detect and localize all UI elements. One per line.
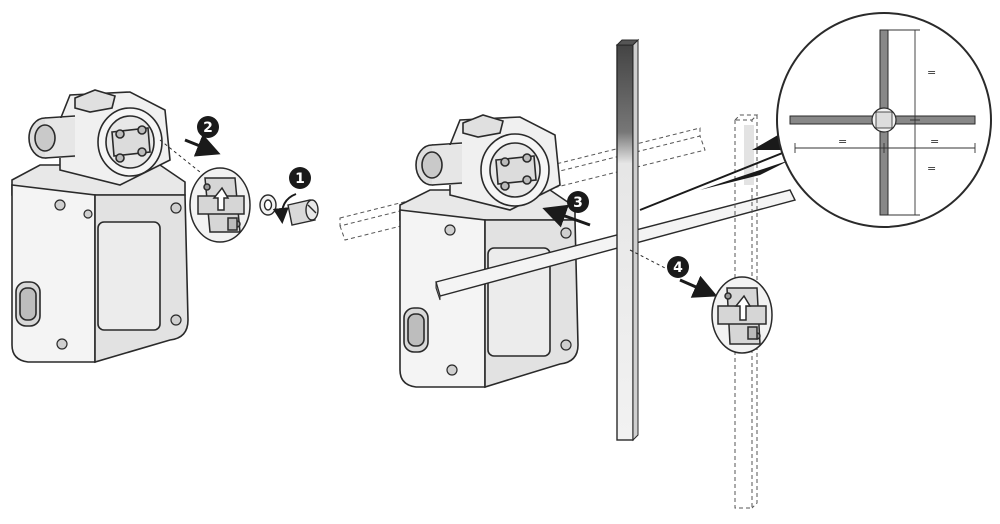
middle-switch-body xyxy=(399,189,579,389)
svg-text:2: 2 xyxy=(203,120,213,136)
body-screw-icons xyxy=(54,199,182,350)
dimension-mark-bottom: = xyxy=(927,162,936,175)
step-badge-3: 3 xyxy=(567,191,589,213)
left-switch-assembly: 2 1 xyxy=(11,89,319,364)
middle-body-screw-icons xyxy=(444,224,572,376)
ghost-rod-horizontal xyxy=(339,127,706,241)
solid-rod-vertical xyxy=(615,38,640,442)
arrow-step-2 xyxy=(184,134,221,157)
right-rod-assembly: = = = = xyxy=(639,12,992,509)
left-switch-body xyxy=(11,164,189,364)
middle-switch-head xyxy=(415,114,561,211)
arrow-step-4 xyxy=(679,275,718,298)
left-switch-head xyxy=(28,89,171,186)
dimension-lines xyxy=(794,29,976,216)
step-badge-1: 1 xyxy=(289,167,311,189)
svg-text:3: 3 xyxy=(573,195,583,211)
ghost-rod-vertical xyxy=(734,114,759,509)
washer-and-screw xyxy=(259,194,319,226)
zoom-detail-circle: = = = = xyxy=(776,12,992,228)
lever-mount-disc xyxy=(189,167,251,243)
svg-text:1: 1 xyxy=(295,171,305,187)
step-badge-2: 2 xyxy=(197,116,219,138)
dimension-mark-top: = xyxy=(927,66,936,79)
dimension-mark-right: = xyxy=(930,135,939,148)
arrow-step-1 xyxy=(272,193,297,224)
rod-mount-disc xyxy=(711,276,773,354)
middle-switch-assembly: 3 4 xyxy=(339,38,797,442)
step-badge-4: 4 xyxy=(667,256,689,278)
svg-text:4: 4 xyxy=(673,260,683,276)
dimension-mark-left: = xyxy=(838,135,847,148)
arrow-step-3 xyxy=(542,204,591,228)
